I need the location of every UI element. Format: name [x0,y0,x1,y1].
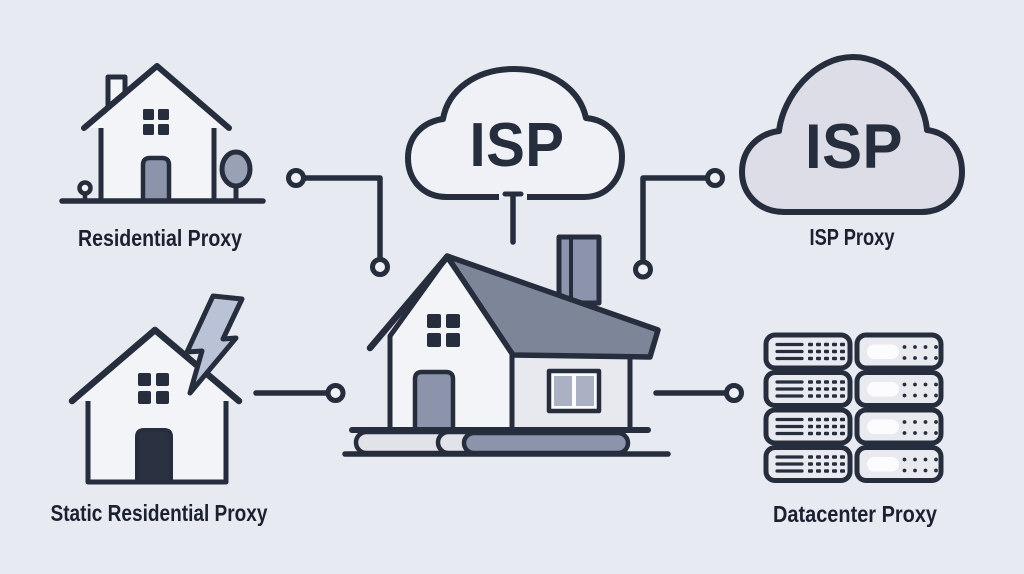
server-unit-icon [766,335,850,368]
isp-proxy-cloud-text: ISP [805,112,903,182]
server-unit-icon [857,410,941,443]
cloud-outline [405,66,625,200]
antenna-icon [502,191,524,245]
chimney-icon [556,234,602,306]
server-unit-icon [766,448,850,481]
datacenter-proxy-icon [766,335,941,481]
isp-cloud-icon: ISP [405,66,625,245]
isp-proxy-icon: ISP [739,54,965,215]
server-unit-icon [766,410,850,443]
connector-residential-to-home [286,168,390,277]
home-icon [342,234,671,457]
server-unit-icon [857,448,941,481]
server-unit-icon [857,335,941,368]
door-icon [140,155,172,204]
window-icon [143,109,169,135]
door-icon [135,428,173,484]
cloud-outline [739,54,965,215]
isp-proxy-label: ISP Proxy [810,224,895,250]
connector-isp-proxy-to-home [633,168,725,280]
side-window-icon [546,368,602,414]
connector-static-to-home [253,383,346,403]
roof-overhang [366,253,451,352]
server-unit-icon [766,373,850,406]
window-icon [427,314,460,347]
static-residential-proxy-icon [68,293,245,485]
connector-node [325,383,346,403]
connector-home-to-datacenter [653,383,744,403]
connector-node [370,257,390,277]
residential-proxy-icon [59,63,266,204]
house-roof [444,253,661,360]
static-residential-proxy-label: Static Residential Proxy [51,500,268,526]
door-icon [412,369,456,433]
tree-icon [219,149,253,203]
foundation-logs-icon [353,429,631,456]
connector-node [633,259,653,280]
window-icon [138,373,169,404]
residential-proxy-label: Residential Proxy [78,225,242,251]
house-roof [81,63,232,131]
connector-node [286,168,306,188]
ground-post-icon [77,180,93,203]
server-unit-icon [857,373,941,406]
datacenter-proxy-label: Datacenter Proxy [773,501,937,527]
lightning-bolt-icon [184,293,245,396]
connector-node [724,383,744,403]
isp-cloud-text: ISP [470,111,565,180]
connector-node [705,168,725,188]
